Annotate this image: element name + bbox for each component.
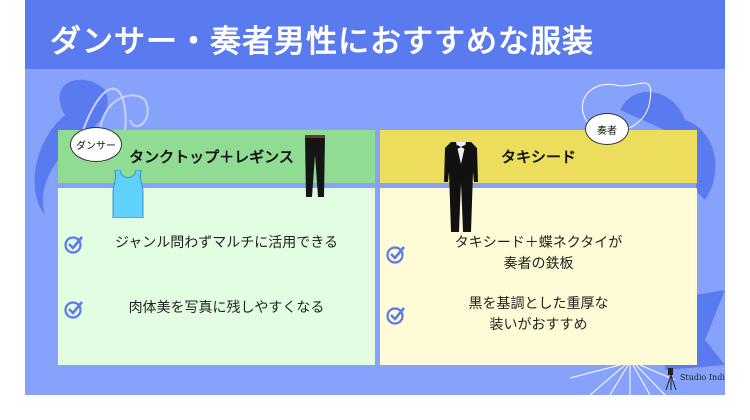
infographic: ダンサー・奏者男性におすすめな服装 タンクトップ＋レギンス ジャンル問わずマルチ…	[25, 0, 725, 395]
studio-credit: Studio Indi	[680, 373, 725, 382]
tripod-camera-icon	[665, 368, 677, 390]
check-icon	[64, 235, 84, 254]
dancer-panel-body: ジャンル問わずマルチに活用できる 肉体美を写真に残しやすくなる	[58, 188, 375, 365]
check-icon	[386, 307, 406, 325]
check-icon	[64, 300, 84, 319]
player-speech-bubble: 奏者	[585, 113, 629, 145]
tuxedo-icon	[444, 142, 478, 232]
player-panel-header: タキシード	[380, 130, 697, 183]
list-item: タキシード＋蝶ネクタイが奏者の鉄板	[380, 233, 697, 275]
page-title: ダンサー・奏者男性におすすめな服装	[50, 24, 594, 60]
player-panel-body: タキシード＋蝶ネクタイが奏者の鉄板 黒を基調とした重厚な装いがおすすめ	[380, 188, 697, 365]
dancer-speech-bubble: ダンサー	[70, 127, 122, 162]
leggings-icon	[305, 135, 325, 197]
tank-top-icon	[112, 170, 144, 218]
list-item: 肉体美を写真に残しやすくなる	[58, 298, 375, 319]
list-item: 黒を基調とした重厚な装いがおすすめ	[380, 294, 697, 336]
player-outfit-heading: タキシード	[500, 148, 576, 166]
check-icon	[386, 246, 406, 264]
list-item: ジャンル問わずマルチに活用できる	[58, 233, 375, 254]
header-band: ダンサー・奏者男性におすすめな服装	[25, 0, 725, 69]
dancer-outfit-heading: タンクトップ＋レギンス	[129, 148, 294, 166]
